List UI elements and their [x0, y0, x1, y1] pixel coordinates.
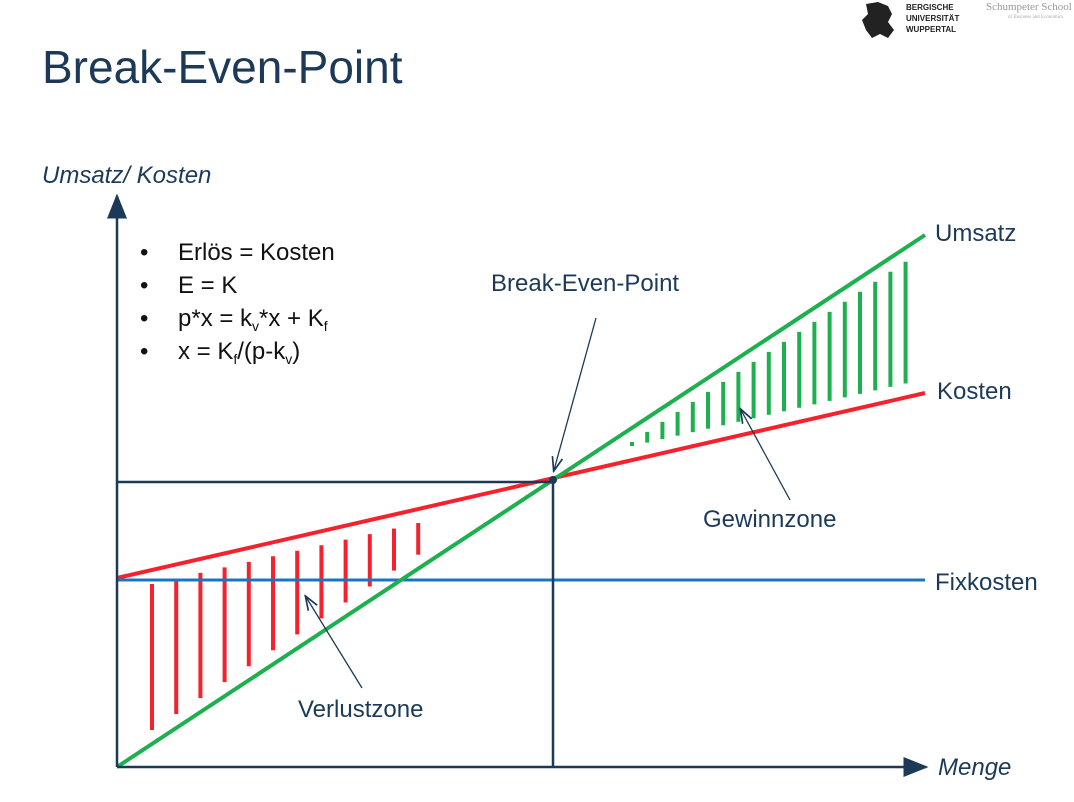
- formula-item: p*x = kv*x + Kf: [140, 302, 335, 335]
- school-name: Schumpeter School: [986, 1, 1072, 13]
- school-subtitle: of Business and Economics: [1008, 15, 1064, 20]
- formula-sub: f: [233, 351, 238, 367]
- slide-title: Break-Even-Point: [42, 41, 403, 93]
- formula-sub: v: [285, 351, 293, 367]
- formula-item: E = K: [140, 269, 335, 302]
- formula-sub: f: [323, 318, 328, 334]
- logo-line-3: WUPPERTAL: [906, 25, 957, 34]
- break-even-point-marker: [549, 476, 557, 484]
- break-even-arrow: [554, 317, 597, 470]
- umsatz-label: Umsatz: [935, 220, 1017, 247]
- x-axis-label: Menge: [938, 754, 1012, 781]
- logo-line-2: UNIVERSITÄT: [906, 14, 960, 23]
- formula-text: E = K: [178, 272, 238, 299]
- formula-item: Erlös = Kosten: [140, 236, 335, 269]
- formula-item: x = Kf/(p-kv): [140, 335, 335, 368]
- formula-text: p*x = k: [178, 305, 253, 332]
- break-even-label: Break-Even-Point: [491, 270, 680, 297]
- verlustzone-label: Verlustzone: [298, 696, 424, 723]
- gewinnzone-label: Gewinnzone: [703, 506, 837, 533]
- university-logo: BERGISCHE UNIVERSITÄT WUPPERTAL Schumpet…: [858, 0, 1074, 42]
- fixkosten-label: Fixkosten: [935, 569, 1038, 596]
- formula-text: x = K: [178, 338, 234, 365]
- formula-text: ): [292, 338, 301, 365]
- lion-crest-icon: [862, 2, 894, 38]
- verlustzone-arrow: [306, 597, 363, 689]
- formula-text: /(p-k: [237, 338, 286, 365]
- formula-sub: v: [252, 318, 260, 334]
- kosten-label: Kosten: [937, 378, 1012, 405]
- formula-text: *x + K: [259, 305, 324, 332]
- kosten-line: [116, 391, 926, 580]
- logo-line-1: BERGISCHE: [906, 3, 954, 12]
- umsatz-line: [115, 233, 927, 769]
- formula-text: Erlös = Kosten: [178, 239, 335, 266]
- y-axis-label: Umsatz/ Kosten: [42, 162, 212, 189]
- gewinnzone-arrow: [741, 410, 791, 501]
- formula-list: Erlös = Kosten E = K p*x = kv*x + Kf x =…: [140, 236, 335, 368]
